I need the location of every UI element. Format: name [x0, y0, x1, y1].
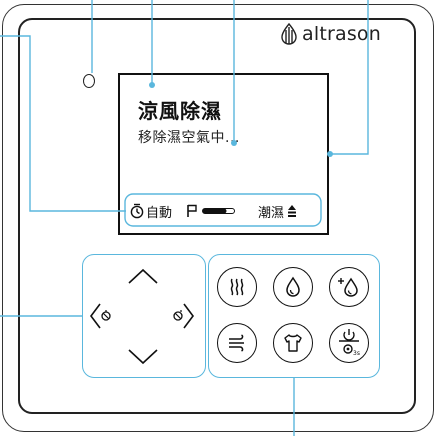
plus-droplet-icon [338, 277, 358, 297]
brand-logo: altrason [280, 22, 381, 46]
timer-icon [130, 203, 144, 219]
power-button[interactable]: 3s [329, 323, 369, 363]
humidity-label: 潮濕 [258, 205, 285, 221]
mode-title: 涼風除濕 [138, 99, 222, 123]
function-pad: 3s [208, 254, 380, 378]
brand-name: altrason [302, 23, 381, 45]
fan-level-bar [202, 208, 236, 214]
status-bar: 自動 潮濕 [124, 197, 320, 225]
flag-icon [187, 204, 197, 217]
heat-waves-icon [230, 278, 244, 296]
power-icon: 3s [339, 329, 360, 357]
droplet-button[interactable] [273, 267, 313, 307]
direction-pad [82, 254, 206, 378]
mode-description: 移除濕空氣中... [138, 130, 240, 146]
chevron-up-icon[interactable] [126, 266, 160, 286]
chevron-down-icon[interactable] [126, 347, 160, 367]
wind-icon [229, 334, 244, 352]
humidity-level-icon [288, 205, 297, 217]
timer-label: 自動 [146, 205, 173, 221]
shirt-icon [284, 334, 302, 352]
decrease-icon[interactable] [88, 301, 116, 331]
brand-mark-icon [281, 23, 297, 45]
increase-icon[interactable] [168, 301, 196, 331]
indicator-light [83, 74, 95, 88]
laundry-button[interactable] [273, 323, 313, 363]
panel-inner-frame [18, 18, 416, 414]
heat-waves-button[interactable] [217, 267, 257, 307]
wind-button[interactable] [217, 323, 257, 363]
lcd-screen: 涼風除濕 移除濕空氣中... 自動 潮濕 [118, 73, 329, 235]
plus-droplet-button[interactable] [329, 267, 369, 307]
droplet-icon [286, 276, 300, 297]
panel-outer-frame [2, 4, 434, 432]
svg-text:3s: 3s [353, 350, 360, 357]
